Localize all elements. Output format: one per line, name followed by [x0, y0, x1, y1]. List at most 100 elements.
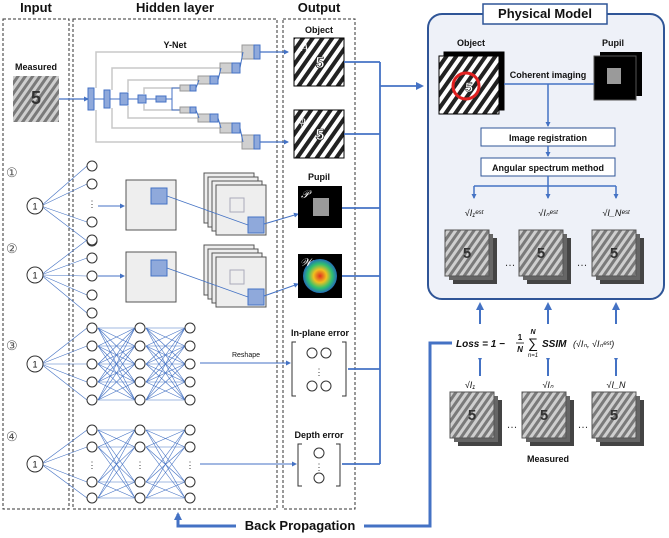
output-pupil-label: Pupil [308, 172, 330, 182]
branch3-network-node [134, 340, 146, 352]
branch3-network-node [134, 376, 146, 388]
branch4-network-node [86, 424, 98, 436]
est-label-n: √Iₙᵉˢᵗ [538, 208, 558, 218]
pm-object-rotation-ring [451, 71, 481, 101]
ynet-architecture [87, 44, 261, 150]
branch4-network-node [184, 492, 196, 504]
branch4-network-input-node [26, 455, 44, 473]
measured-image-N: 5 [591, 391, 644, 446]
est-image-1: 5 [444, 229, 497, 284]
input-header: Input [20, 0, 52, 15]
physical-model-title: Physical Model [498, 6, 592, 21]
branch2-network-node [86, 307, 98, 319]
branch2-network-node [86, 252, 98, 264]
coherent-imaging-label: Coherent imaging [510, 70, 587, 80]
loss-sum-top: N [530, 329, 536, 336]
branch1-feature-map [125, 179, 177, 231]
loss-frac-den: N [517, 345, 523, 354]
branch2-output-arrow [263, 282, 299, 297]
branch3-network-node [86, 358, 98, 370]
input-measured-image [13, 76, 59, 122]
pupil-symbol: 𝒫 [301, 189, 312, 201]
output-header: Output [298, 0, 341, 15]
pm-pupil-aperture [607, 68, 621, 84]
hidden-layer-header: Hidden layer [136, 0, 214, 15]
branch1-network-input-value: 1 [32, 202, 37, 212]
measured-ellipsis-1: … [507, 419, 518, 431]
output-to-model-connector [342, 61, 424, 465]
output-phase-digit: 5 [316, 127, 325, 144]
reshape-label: Reshape [232, 352, 260, 359]
physical-model-title-box [482, 3, 608, 25]
branch4-network-node [134, 476, 146, 488]
est-label-1: √I₁ᵉˢᵗ [465, 208, 485, 218]
pm-pupil-label: Pupil [602, 38, 624, 48]
backprop-line-right [364, 341, 452, 528]
pm-object-digit: 5 [465, 79, 473, 95]
branch3-network-input-value: 1 [32, 360, 37, 370]
depth-error-label: Depth error [294, 430, 344, 440]
amplitude-symbol: A [300, 40, 309, 54]
branch3-network-node [86, 394, 98, 406]
branch4-network-node [184, 476, 196, 488]
branch1-network-input-node [26, 197, 44, 215]
branch3-network-node [184, 322, 196, 334]
branch4-network-node [86, 492, 98, 504]
branch2-network-input-value: 1 [32, 271, 37, 281]
branch4-network-ellipsis: ⋮ [88, 460, 97, 470]
svg-text:⋮: ⋮ [315, 462, 324, 472]
branch2-network-node [86, 270, 98, 282]
measured-label-n: √Iₙ [542, 380, 553, 390]
branch3-network-node [184, 376, 196, 388]
est-image-N: 5 [591, 229, 644, 284]
branch4-network-node [134, 441, 146, 453]
est-ellipsis-1: … [505, 257, 516, 269]
svg-text:5: 5 [610, 245, 618, 262]
loss-frac-num: 1 [518, 333, 523, 342]
branch3-network-node [134, 322, 146, 334]
loss-ssim: SSIM [542, 339, 567, 350]
branch3-network: 1 [26, 322, 196, 406]
branch3-network-node [184, 394, 196, 406]
loss-lhs: Loss = 1 − [456, 339, 505, 350]
loss-formula: Loss = 1 − 1 N N ∑ n=1 SSIM (√Iₙ, √Iₙᵉˢᵗ… [456, 329, 614, 359]
input-measured-digit: 5 [31, 88, 41, 108]
branch1-network-ellipsis: ⋮ [88, 199, 97, 209]
output-pupil-aperture [313, 198, 329, 216]
measured-label-N: √I_N [607, 380, 626, 390]
branch2-network-node [86, 234, 98, 246]
branch3-network-node [86, 322, 98, 334]
output-aberration-map [303, 259, 337, 293]
branch-marker-2: ② [6, 241, 18, 256]
angular-spectrum-label: Angular spectrum method [492, 163, 604, 173]
branch4-network-node [86, 441, 98, 453]
measured-image-n: 5 [521, 391, 574, 446]
measured-ellipsis-2: … [578, 419, 589, 431]
back-propagation-label: Back Propagation [245, 518, 356, 533]
svg-text:5: 5 [540, 407, 548, 424]
loss-sum-bottom: n=1 [528, 353, 538, 359]
branch-marker-3: ③ [6, 338, 18, 353]
branch1-network-node [86, 160, 98, 172]
loss-args: (√Iₙ, √Iₙᵉˢᵗ) [573, 339, 614, 349]
branch2-feature-map [125, 251, 177, 303]
input-measured-label: Measured [15, 62, 57, 72]
output-amplitude-digit: 5 [316, 55, 325, 72]
branch3-network-node [86, 340, 98, 352]
est-label-N: √I_Nᵉˢᵗ [602, 208, 630, 218]
branch1-network: 1⋮ [26, 160, 125, 247]
branch-marker-1: ① [6, 165, 18, 180]
inplane-error-vector: ⋮ [291, 341, 347, 397]
neural-networks: 1⋮111⋮⋮⋮ [26, 160, 196, 504]
inplane-error-label: In-plane error [291, 328, 350, 338]
hidden-column-box [72, 18, 278, 510]
output-object-label: Object [305, 25, 333, 35]
measured-label-1: √I₁ [465, 380, 475, 390]
branch-marker-4: ④ [6, 429, 18, 444]
branch4-network-input-value: 1 [32, 460, 37, 470]
branch2-network-node [86, 289, 98, 301]
svg-text:5: 5 [468, 407, 476, 424]
ynet-title: Y-Net [163, 40, 186, 50]
svg-text:⋮: ⋮ [315, 367, 324, 377]
branch2-network: 1 [26, 234, 125, 319]
